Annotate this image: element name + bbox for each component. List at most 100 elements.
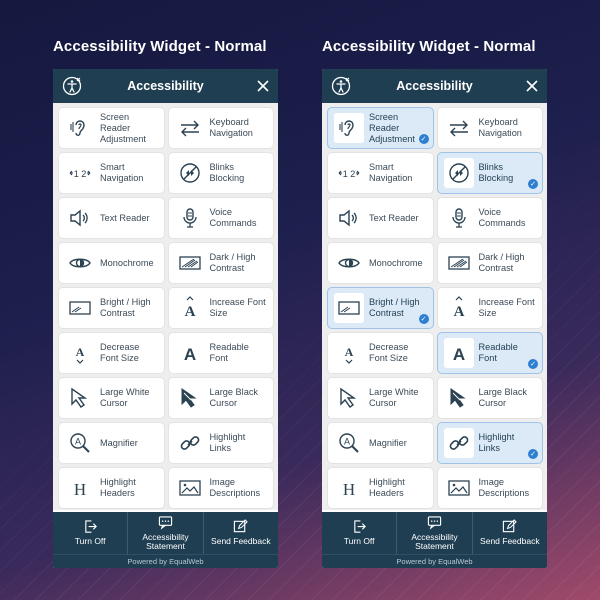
feature-label: Bright / High Contrast [369, 297, 420, 318]
chat-icon [427, 515, 442, 530]
feature-tile-dark-high-contrast[interactable]: Dark / High Contrast [437, 243, 542, 283]
feature-label: Keyboard Navigation [209, 117, 253, 138]
feature-tile-highlight-links[interactable]: Highlight Links✓ [437, 423, 542, 463]
turn-off-button[interactable]: Turn Off [53, 512, 129, 554]
feature-tile-monochrome[interactable]: Monochrome [59, 243, 164, 283]
accessibility-statement-button[interactable]: Accessibility Statement [128, 512, 204, 554]
svg-text:A: A [75, 437, 81, 447]
feature-label: Monochrome [100, 257, 154, 268]
feature-tile-voice-commands[interactable]: Voice Commands [168, 198, 273, 238]
contrast-icon [175, 248, 205, 278]
feature-grid: Screen Reader Adjustment Keyboard Navigat… [53, 103, 278, 510]
feature-tile-bright-high-contrast[interactable]: Bright / High Contrast [59, 288, 164, 328]
feature-tile-voice-commands[interactable]: Voice Commands [437, 198, 542, 238]
feature-label: Image Descriptions [209, 477, 261, 498]
svg-text:H: H [74, 480, 86, 499]
feature-label: Large Black Cursor [209, 387, 259, 408]
feature-tile-large-white-cursor[interactable]: Large White Cursor [59, 378, 164, 418]
turn-off-label: Turn Off [74, 536, 106, 547]
feature-label: Bright / High Contrast [100, 297, 151, 318]
speaker-icon [334, 203, 364, 233]
feature-grid: Screen Reader Adjustment✓Keyboard Naviga… [322, 103, 547, 510]
feature-tile-blinks-blocking[interactable]: Blinks Blocking [168, 153, 273, 193]
svg-text:1 2: 1 2 [343, 169, 356, 179]
eye-icon [334, 248, 364, 278]
powered-by: Powered by EqualWeb [322, 554, 547, 568]
black-cursor-icon [444, 383, 474, 413]
feature-tile-screen-reader-adjustment[interactable]: Screen Reader Adjustment✓ [328, 108, 433, 148]
image-description-icon [175, 473, 205, 503]
feature-label: Smart Navigation [369, 162, 413, 183]
widget-title: Accessibility [127, 79, 204, 93]
feature-label: Blinks Blocking [478, 162, 514, 183]
header-icon: H [334, 473, 364, 503]
ear-icon [65, 113, 95, 143]
magnifier-icon: A [334, 428, 364, 458]
feature-tile-image-descriptions[interactable]: Image Descriptions [168, 468, 273, 508]
feature-tile-text-reader[interactable]: Text Reader [59, 198, 164, 238]
widget-title: Accessibility [396, 79, 473, 93]
header-icon: H [65, 473, 95, 503]
chat-icon [158, 515, 173, 530]
feature-label: Decrease Font Size [100, 342, 140, 363]
accessibility-statement-button[interactable]: Accessibility Statement [397, 512, 473, 554]
feature-tile-image-descriptions[interactable]: Image Descriptions [437, 468, 542, 508]
feature-tile-monochrome[interactable]: Monochrome [328, 243, 433, 283]
feature-tile-large-black-cursor[interactable]: Large Black Cursor [168, 378, 273, 418]
font-decrease-icon: A [334, 338, 364, 368]
feature-tile-text-reader[interactable]: Text Reader [328, 198, 433, 238]
caption-left: Accessibility Widget - Normal [53, 38, 267, 55]
feature-tile-highlight-links[interactable]: Highlight Links [168, 423, 273, 463]
svg-text:1 2: 1 2 [74, 169, 87, 179]
turn-off-label: Turn Off [343, 536, 375, 547]
widget-header: Accessibility [53, 69, 278, 103]
feature-tile-keyboard-navigation[interactable]: Keyboard Navigation [168, 108, 273, 148]
turn-off-icon [353, 520, 366, 533]
link-icon [175, 428, 205, 458]
turn-off-button[interactable]: Turn Off [322, 512, 398, 554]
feature-tile-large-black-cursor[interactable]: Large Black Cursor [437, 378, 542, 418]
feature-label: Monochrome [369, 257, 423, 268]
send-feedback-button[interactable]: Send Feedback [473, 512, 547, 554]
feature-label: Increase Font Size [478, 297, 535, 318]
feature-label: Image Descriptions [478, 477, 530, 498]
svg-text:A: A [184, 304, 195, 320]
feature-label: Voice Commands [209, 207, 257, 228]
svg-text:A: A [345, 345, 354, 359]
font-increase-icon: A [175, 293, 205, 323]
svg-text:A: A [344, 437, 350, 447]
feature-label: Text Reader [100, 212, 150, 223]
feature-tile-dark-high-contrast[interactable]: Dark / High Contrast [168, 243, 273, 283]
caption-right: Accessibility Widget - Normal [322, 38, 536, 55]
microphone-icon [175, 203, 205, 233]
magnifier-icon: A [65, 428, 95, 458]
close-icon[interactable] [526, 80, 538, 92]
white-cursor-icon [334, 383, 364, 413]
edit-icon [503, 519, 518, 533]
statement-label: Accessibility Statement [411, 531, 458, 551]
svg-text:A: A [452, 345, 464, 364]
send-feedback-button[interactable]: Send Feedback [204, 512, 278, 554]
feature-tile-blinks-blocking[interactable]: Blinks Blocking✓ [437, 153, 542, 193]
feature-tile-large-white-cursor[interactable]: Large White Cursor [328, 378, 433, 418]
svg-text:H: H [343, 480, 355, 499]
image-description-icon [444, 473, 474, 503]
feature-tile-keyboard-navigation[interactable]: Keyboard Navigation [437, 108, 542, 148]
feature-tile-bright-high-contrast[interactable]: Bright / High Contrast✓ [328, 288, 433, 328]
close-icon[interactable] [257, 80, 269, 92]
feature-label: Text Reader [369, 212, 419, 223]
svg-text:A: A [183, 345, 195, 364]
feature-tile-smart-navigation[interactable]: 1 2 Smart Navigation [328, 153, 433, 193]
feature-tile-screen-reader-adjustment[interactable]: Screen Reader Adjustment [59, 108, 164, 148]
